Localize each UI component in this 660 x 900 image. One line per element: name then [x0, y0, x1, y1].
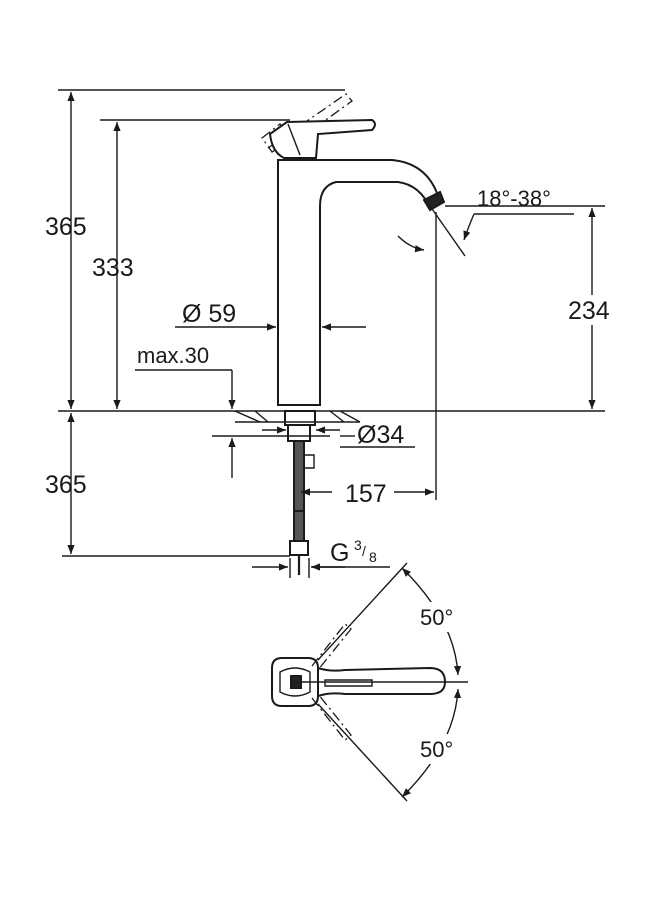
dimension-handle-height: 333 — [92, 119, 290, 409]
label-handle-height: 333 — [92, 254, 134, 282]
label-spray-angle: 18°-38° — [477, 186, 551, 211]
handle-top-view — [271, 562, 468, 802]
countertop-hatch — [212, 410, 361, 437]
label-handle-angle-top: 50° — [420, 605, 453, 630]
label-spout-diameter: Ø 59 — [182, 300, 236, 328]
dimension-handle-angle-bottom: 50° — [401, 688, 472, 798]
label-under-length: 365 — [45, 471, 87, 499]
dimension-outlet-height: 234 — [445, 205, 620, 409]
faucet-body — [261, 93, 446, 575]
dimension-under-length: 365 — [45, 413, 290, 557]
label-total-height: 365 — [45, 213, 87, 241]
label-max-thickness: max.30 — [137, 343, 209, 368]
label-handle-angle-bottom: 50° — [420, 737, 453, 762]
label-thread-num: 3 — [354, 537, 362, 553]
label-reach: 157 — [345, 480, 387, 508]
dimension-hole-diameter: Ø34 — [262, 421, 415, 449]
dimension-spout-diameter: Ø 59 — [175, 300, 366, 400]
dimension-spray-angle: 18°-38° — [397, 186, 574, 257]
dimension-total-height: 365 — [45, 89, 345, 409]
dimension-handle-angle-top: 50° — [401, 567, 472, 676]
dimension-thread: G 3 / 8 — [252, 537, 390, 578]
dimension-max-thickness: max.30 — [135, 343, 236, 478]
hose — [293, 440, 305, 512]
label-thread: G — [330, 539, 349, 567]
label-thread-slash: / — [362, 543, 366, 559]
dimension-reach: 157 — [301, 212, 437, 508]
handle-rotated-outline — [311, 623, 352, 741]
aerator — [422, 190, 446, 212]
label-outlet-height: 234 — [568, 297, 610, 325]
label-thread-den: 8 — [369, 549, 377, 565]
spout — [277, 159, 439, 406]
lever-handle — [268, 118, 376, 159]
label-hole-diameter: Ø34 — [357, 421, 404, 449]
